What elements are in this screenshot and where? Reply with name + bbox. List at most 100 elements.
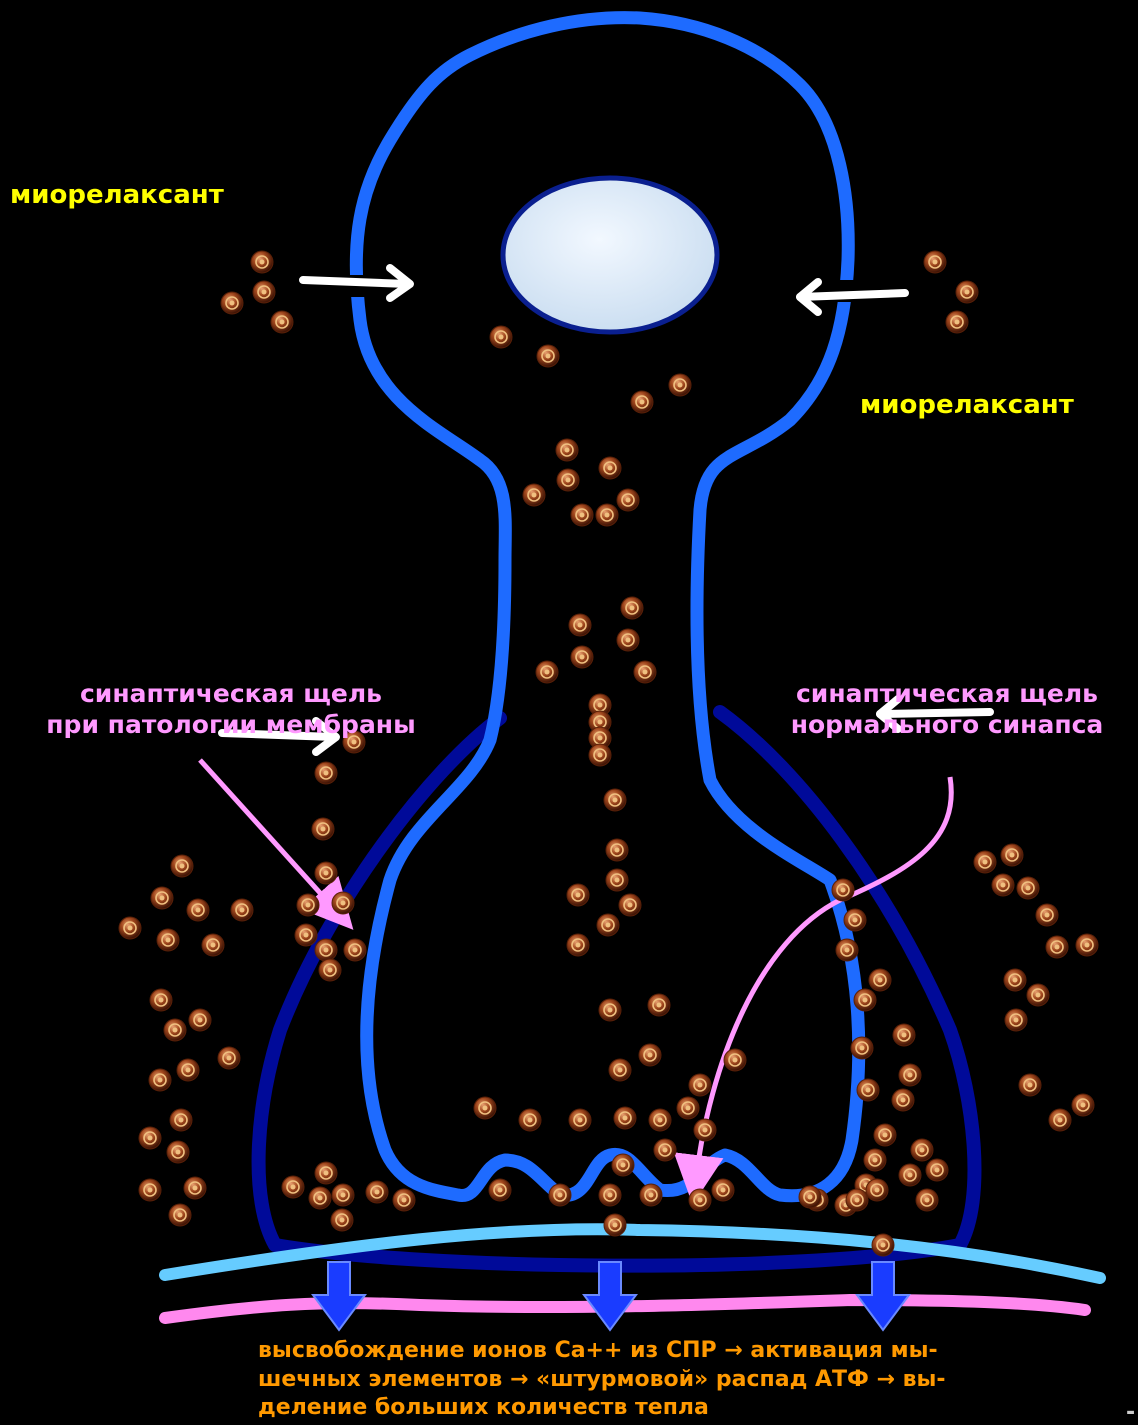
vesicle-icon [589, 744, 611, 766]
vesicle-icon [864, 1149, 886, 1171]
vesicle-icon [569, 614, 591, 636]
vesicle-icon [846, 1189, 868, 1211]
vesicle-icon [139, 1179, 161, 1201]
vesicle-icon [614, 1107, 636, 1129]
vesicle-icon [599, 999, 621, 1021]
vesicle-icon [366, 1181, 388, 1203]
vesicle-icon [836, 939, 858, 961]
vesicle-icon [556, 439, 578, 461]
vesicle-icon [184, 1177, 206, 1199]
vesicle-icon [854, 989, 876, 1011]
vesicle-icon [604, 789, 626, 811]
vesicle-icon [609, 1059, 631, 1081]
vesicle-icon [344, 939, 366, 961]
vesicle-icon [694, 1119, 716, 1141]
vesicle-icon [946, 311, 968, 333]
vesicle-icon [597, 914, 619, 936]
vesicle-icon [331, 1209, 353, 1231]
vesicle-icon [519, 1109, 541, 1131]
vesicle-icon [621, 597, 643, 619]
vesicle-icon [640, 1184, 662, 1206]
vesicle-icon [119, 917, 141, 939]
caption-line-1: высвобождение ионов Са++ из СПР → актива… [258, 1337, 1048, 1366]
vesicle-icon [649, 1109, 671, 1131]
pink-arrow-icon [695, 777, 951, 1185]
vesicle-icon [724, 1049, 746, 1071]
vesicle-icon [606, 869, 628, 891]
cleft-normal-label: синаптическая щель нормального синапса [762, 678, 1132, 741]
vesicle-icon [187, 899, 209, 921]
vesicle-icon [916, 1189, 938, 1211]
vesicle-icon [557, 469, 579, 491]
vesicle-icon [295, 924, 317, 946]
vesicle-icon [874, 1124, 896, 1146]
vesicle-icon [251, 251, 273, 273]
vesicle-icon [992, 874, 1014, 896]
vesicle-icon [150, 989, 172, 1011]
vesicle-icon [899, 1064, 921, 1086]
vesicle-icon [1001, 844, 1023, 866]
vesicle-icon [631, 391, 653, 413]
vesicle-icon [151, 887, 173, 909]
vesicle-icon [393, 1189, 415, 1211]
myorelaxant-label-right: миорелаксант [860, 390, 1074, 420]
vesicle-icon [157, 929, 179, 951]
blue-down-arrow-icon [857, 1262, 909, 1330]
vesicle-icon [177, 1059, 199, 1081]
vesicle-icon [282, 1176, 304, 1198]
vesicle-icon [139, 1127, 161, 1149]
vesicle-icon [297, 894, 319, 916]
vesicle-icon [617, 489, 639, 511]
mechanism-caption: высвобождение ионов Са++ из СПР → актива… [258, 1337, 1048, 1423]
caption-line-2: шечных элементов → «штурмовой» распад АТ… [258, 1366, 1048, 1395]
vesicle-icon [924, 251, 946, 273]
vesicle-icon [537, 345, 559, 367]
vesicle-icon [956, 281, 978, 303]
vesicle-icon [648, 994, 670, 1016]
vesicle-icon [832, 879, 854, 901]
vesicle-icon [571, 504, 593, 526]
vesicle-icon [332, 892, 354, 914]
vesicle-icon [271, 311, 293, 333]
vesicle-icon [164, 1019, 186, 1041]
vesicle-icon [639, 1044, 661, 1066]
vesicle-icon [149, 1069, 171, 1091]
vesicle-icon [866, 1179, 888, 1201]
vesicle-icon [1036, 904, 1058, 926]
cleft-pathology-line-1: синаптическая щель [6, 678, 456, 709]
vesicle-icon [1076, 934, 1098, 956]
vesicle-icon [654, 1139, 676, 1161]
vesicle-icon [218, 1047, 240, 1069]
vesicle-icon [315, 939, 337, 961]
blue-down-arrow-icon [313, 1262, 365, 1330]
vesicle-icon [974, 851, 996, 873]
vesicle-icon [1017, 877, 1039, 899]
vesicle-icon [599, 457, 621, 479]
vesicle-icon [1046, 936, 1068, 958]
vesicle-icon [474, 1097, 496, 1119]
vesicle-icon [315, 762, 337, 784]
vesicle-icon [689, 1189, 711, 1211]
vesicle-icon [617, 629, 639, 651]
vesicle-icon [315, 1162, 337, 1184]
vesicle-icon [892, 1089, 914, 1111]
page-edge-mark: - [1126, 1400, 1135, 1425]
vesicle-icon [926, 1159, 948, 1181]
vesicle-icon [490, 326, 512, 348]
vesicle-icon [619, 894, 641, 916]
vesicle-icon [315, 862, 337, 884]
cleft-pathology-line-2: при патологии мембраны [6, 709, 456, 740]
vesicle-icon [221, 292, 243, 314]
vesicle-icon [604, 1214, 626, 1236]
vesicle-icon [599, 1184, 621, 1206]
vesicle-icon [857, 1079, 879, 1101]
cleft-pathology-label: синаптическая щель при патологии мембран… [6, 678, 456, 741]
vesicle-icon [253, 281, 275, 303]
vesicle-icon [312, 818, 334, 840]
vesicle-icon [799, 1186, 821, 1208]
vesicle-icon [911, 1139, 933, 1161]
vesicle-icon [170, 1109, 192, 1131]
vesicle-icon [612, 1154, 634, 1176]
nucleus [503, 178, 717, 332]
vesicle-icon [536, 661, 558, 683]
